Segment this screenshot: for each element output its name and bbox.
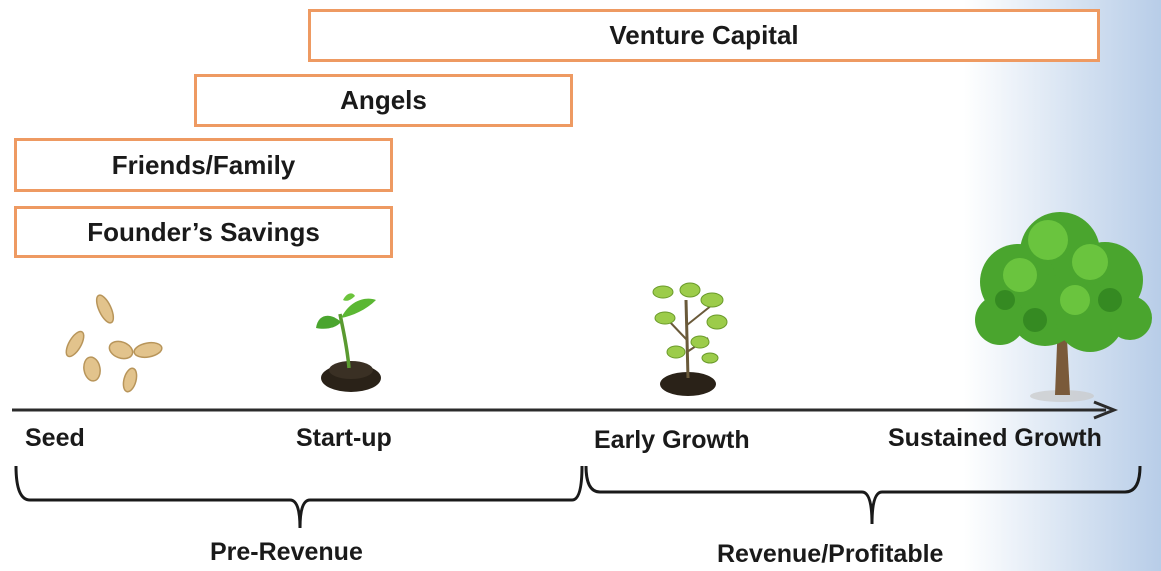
angels-label: Angels xyxy=(340,85,427,115)
venture-capital-label: Venture Capital xyxy=(609,20,799,50)
stage-startup-label: Start-up xyxy=(296,424,392,452)
founders-savings-label: Founder’s Savings xyxy=(87,216,320,247)
timeline-arrow xyxy=(12,400,1119,420)
phase-pre-revenue-label: Pre-Revenue xyxy=(210,538,363,566)
tree-icon xyxy=(975,212,1152,402)
venture-capital-box: Venture Capital xyxy=(308,9,1100,62)
revenue-profitable-brace xyxy=(584,465,1142,525)
phase-revenue-profitable-label: Revenue/Profitable xyxy=(717,540,944,568)
pre-revenue-brace xyxy=(14,465,584,529)
angels-box: Angels xyxy=(194,74,573,127)
friends-family-box: Friends/Family xyxy=(14,138,393,192)
founders-savings-box: Founder’s Savings xyxy=(14,206,393,258)
sapling-icon xyxy=(652,282,728,396)
stage-seed-label: Seed xyxy=(25,424,85,452)
stage-sustained-growth-label: Sustained Growth xyxy=(888,424,1102,452)
stage-early-growth-label: Early Growth xyxy=(594,426,750,454)
friends-family-label: Friends/Family xyxy=(111,149,296,180)
sprout-icon xyxy=(316,293,381,392)
seeds-icon xyxy=(65,294,163,393)
